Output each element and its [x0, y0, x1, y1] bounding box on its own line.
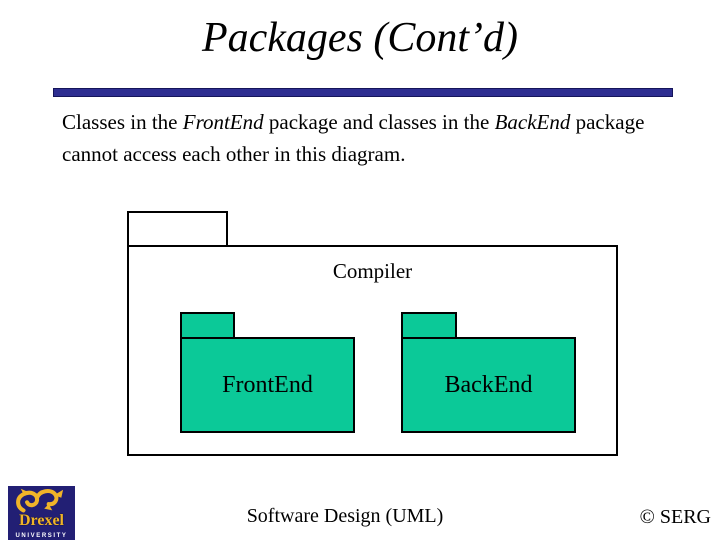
title-divider: [53, 88, 673, 97]
footer-copyright: © SERG: [639, 506, 711, 528]
frontend-package-tab: [180, 312, 235, 339]
drexel-university-logo: Drexel UNIVERSITY: [8, 486, 75, 540]
drexel-dragon-icon: [16, 488, 64, 513]
body-text-segment: package and classes in the: [263, 110, 495, 134]
backend-package-body: BackEnd: [401, 337, 576, 433]
drexel-logo-wordmark: Drexel: [18, 512, 64, 529]
frontend-package-label: FrontEnd: [222, 371, 313, 398]
body-text-backend-ref: BackEnd: [494, 110, 571, 134]
page-title: Packages (Cont’d): [201, 15, 519, 61]
compiler-package-label: Compiler: [332, 259, 413, 283]
backend-package-tab: [401, 312, 457, 339]
compiler-package-tab: [127, 211, 228, 247]
body-text: Classes in the FrontEnd package and clas…: [62, 106, 662, 170]
frontend-package-body: FrontEnd: [180, 337, 355, 433]
body-text-frontend-ref: FrontEnd: [182, 110, 264, 134]
body-text-segment: Classes in the: [62, 110, 183, 134]
drexel-logo-subtitle: UNIVERSITY: [15, 533, 68, 539]
body-text-segment: package cannot access each other in this…: [62, 110, 645, 166]
backend-package-label: BackEnd: [444, 371, 533, 398]
footer-course-title: Software Design (UML): [246, 505, 444, 527]
